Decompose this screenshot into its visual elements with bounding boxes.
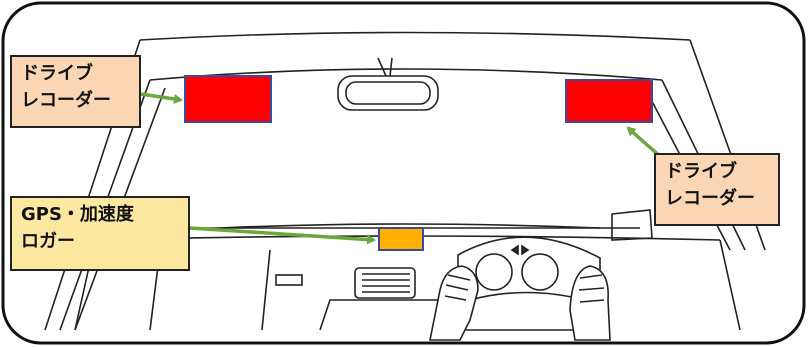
rearview-mirror-icon [337, 57, 439, 111]
callout-line1: GPS・加速度 [21, 204, 134, 225]
callout-line1: ドライブ [665, 161, 737, 182]
callout-gps-logger: GPS・加速度 ロガー [10, 196, 190, 271]
drive-recorder-left [184, 75, 272, 123]
callout-line2: ロガー [21, 231, 75, 252]
steering-wheel-icon [455, 236, 601, 331]
callout-line1: ドライブ [21, 63, 93, 84]
drive-recorder-right [565, 79, 653, 123]
callout-line2: レコーダー [21, 90, 111, 111]
callout-drive-recorder-right: ドライブ レコーダー [654, 153, 780, 226]
driver-hands-icon [429, 265, 611, 341]
gps-logger-device [378, 227, 424, 251]
arrow-to-gps-logger [189, 226, 376, 245]
callout-drive-recorder-left: ドライブ レコーダー [10, 55, 141, 128]
callout-line2: レコーダー [665, 188, 755, 209]
arrow-to-left-recorder [140, 92, 183, 104]
